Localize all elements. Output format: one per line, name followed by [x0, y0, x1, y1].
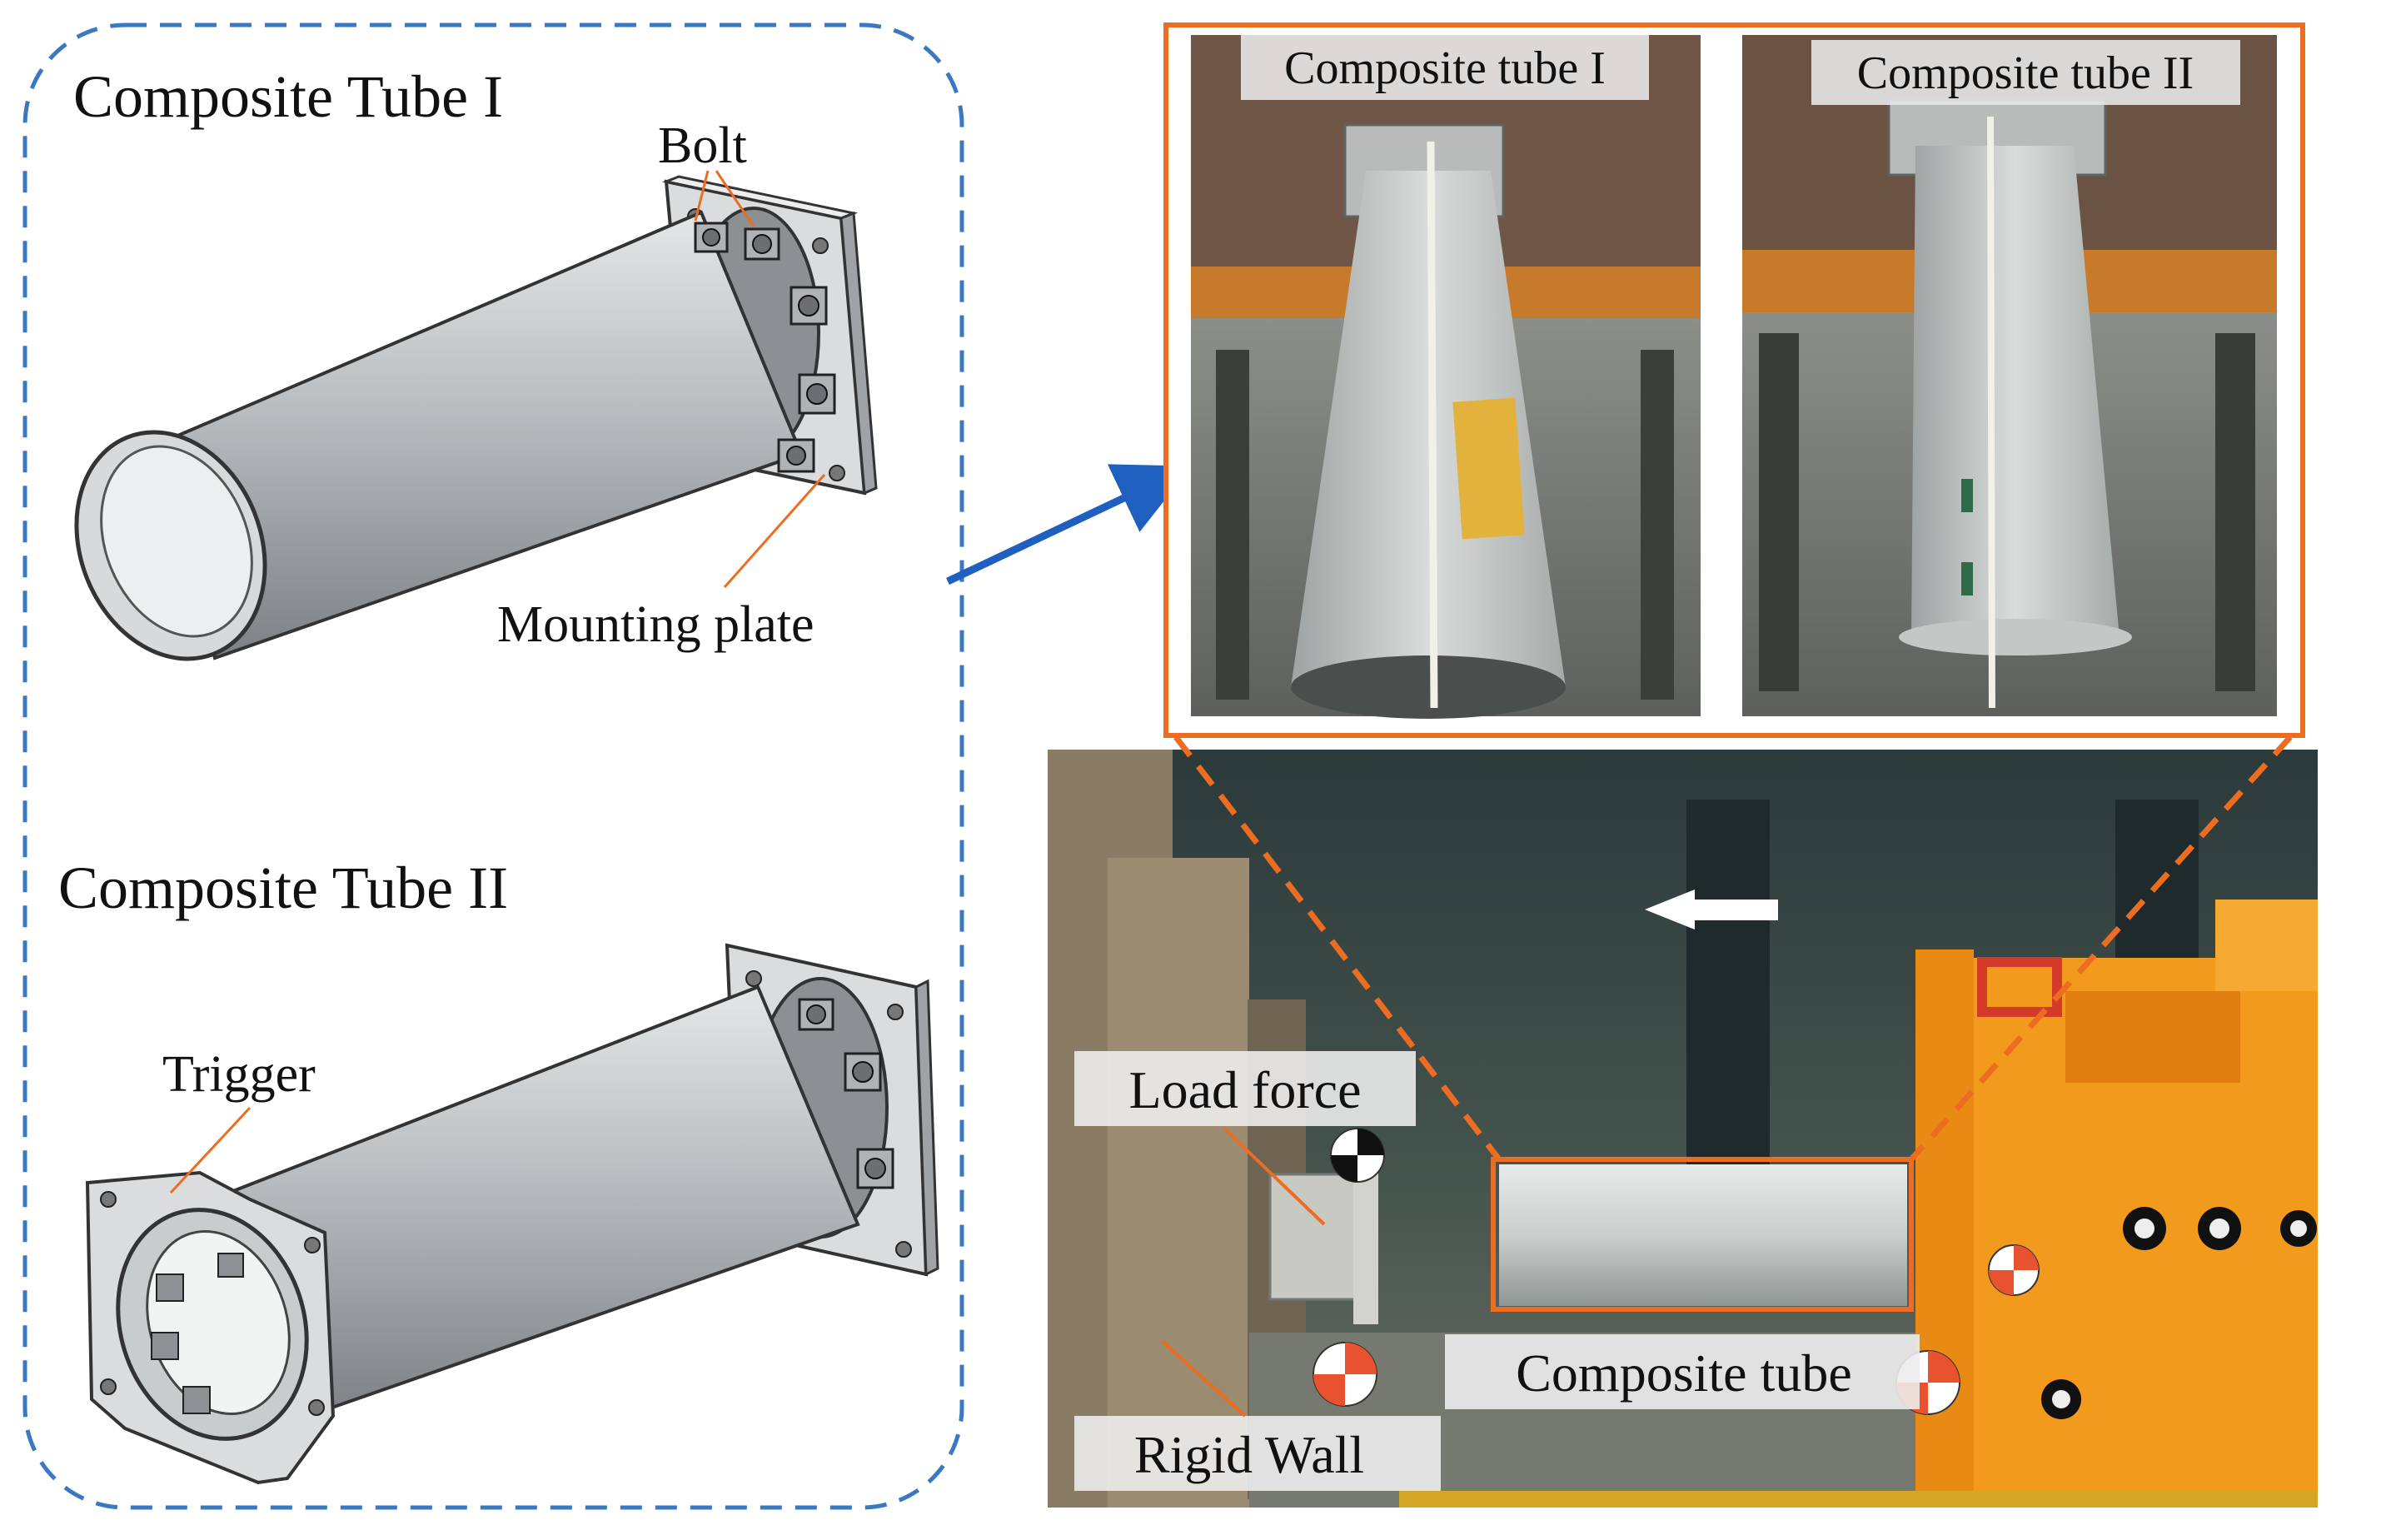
load-force-label: Load force [1129, 1060, 1362, 1119]
photo-tube1-body [1291, 171, 1566, 687]
composite-tube-label-box [1445, 1334, 1920, 1409]
trigger-label: Trigger [162, 1046, 316, 1103]
mounting-plate-leader [723, 474, 826, 588]
bolt-label: Bolt [658, 117, 747, 174]
link-arrow [946, 464, 1192, 586]
left-panel-dashed-border [22, 22, 964, 1510]
tube1-drawing [74, 175, 878, 661]
rigid-wall-label: Rigid Wall [1134, 1425, 1364, 1484]
photo-tube1 [1191, 35, 1701, 719]
photo2-caption-box [1811, 40, 2240, 105]
tube2-drawing [85, 943, 939, 1485]
target-mark-load [1330, 1128, 1385, 1183]
bolt-leader-1 [694, 170, 710, 222]
setup-tube-body [1499, 1164, 1907, 1306]
impact-direction-arrow [1645, 890, 1778, 929]
rigid-wall-leader [1160, 1339, 1247, 1418]
load-force-leader [1223, 1127, 1326, 1226]
photo2-caption: Composite tube II [1857, 47, 2194, 99]
rigid-wall-label-box [1074, 1416, 1441, 1491]
tube1-title: Composite Tube I [73, 63, 503, 130]
target-mark-fixture [1988, 1244, 2040, 1296]
photo-tube2-body [1911, 146, 2119, 637]
tube1-bolts [694, 222, 836, 473]
setup-tube-highlight [1491, 1157, 1914, 1312]
bolt-leader-2 [715, 170, 755, 227]
trigger-leader [169, 1106, 252, 1194]
photo1-caption: Composite tube I [1284, 42, 1606, 94]
target-mark-wall [1313, 1342, 1377, 1407]
mounting-plate-label: Mounting plate [497, 596, 814, 653]
zoom-line-left [1173, 735, 1502, 1162]
composite-tube-label: Composite tube [1516, 1343, 1852, 1403]
tube2-title: Composite Tube II [58, 855, 508, 921]
photo-tube2 [1742, 35, 2277, 716]
zoom-line-right [1909, 735, 2293, 1162]
load-force-label-box [1074, 1051, 1416, 1126]
photo1-caption-box [1241, 35, 1649, 100]
